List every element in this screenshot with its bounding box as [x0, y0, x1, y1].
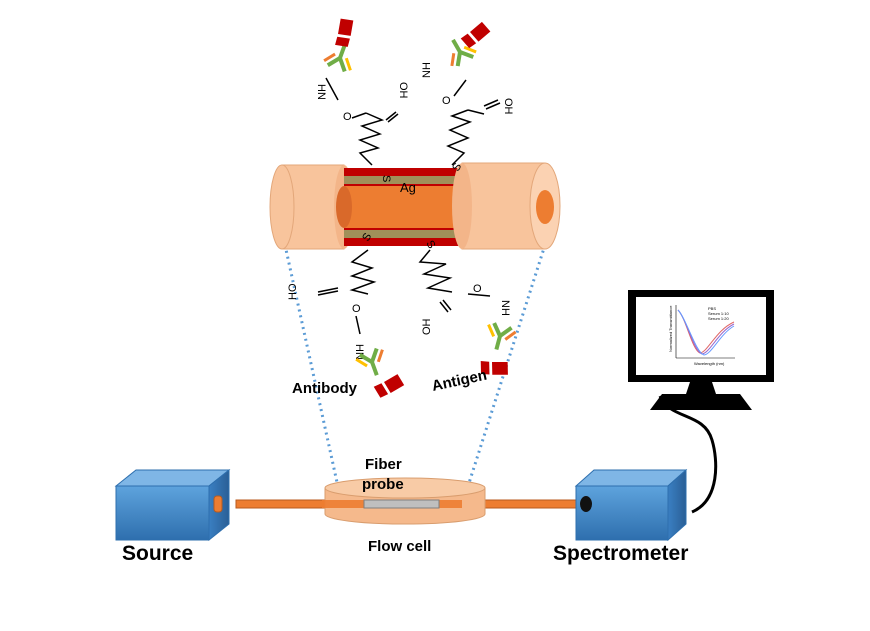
oxygen-label: O	[473, 283, 482, 295]
antigen-icon	[459, 18, 492, 52]
flow-cell	[322, 477, 486, 525]
oxygen-label: O	[352, 303, 361, 315]
plot-ylabel: Normalized Transmittance	[668, 305, 673, 352]
flow-cell-label: Flow cell	[368, 538, 431, 555]
magnification-lines	[283, 244, 547, 506]
fiber-cylinder-zoom: Ag	[269, 162, 561, 250]
plot-legend-item: PBS	[708, 306, 716, 311]
ag-layer-label: Ag	[400, 180, 416, 195]
amine-label: NH	[499, 300, 511, 316]
light-source-box	[114, 468, 231, 542]
antibody-label: Antibody	[292, 380, 358, 397]
oxygen-label: O	[442, 95, 451, 107]
linker-chains	[317, 77, 501, 335]
plot-legend-item: Serum 1:20	[708, 316, 729, 321]
hydroxyl-label: OH	[421, 318, 433, 335]
spectrometer-box	[574, 468, 688, 542]
hydroxyl-label: OH	[397, 82, 409, 99]
fiber-probe-label-line2: probe	[362, 476, 404, 493]
amine-label: HN	[315, 84, 327, 100]
oxygen-label: O	[343, 111, 352, 123]
hydroxyl-label: OH	[502, 98, 514, 115]
antigen-icon	[325, 13, 364, 52]
hydroxyl-label: HO	[287, 283, 299, 300]
antigen-label: Antigen	[430, 367, 488, 395]
plot-xlabel: Wavelength (nm)	[694, 361, 725, 366]
antibody-antigen-complex	[438, 30, 480, 71]
computer-monitor: PBS Serum 1:10 Serum 1:20 Normalized Tra…	[628, 290, 774, 410]
fiber-probe-sensing-region	[363, 499, 440, 509]
fiber-probe-label-line1: Fiber	[365, 456, 402, 473]
monitor-plot: PBS Serum 1:10 Serum 1:20 Normalized Tra…	[668, 305, 735, 366]
amine-label: NH	[421, 62, 433, 78]
plot-legend-item: Serum 1:10	[708, 311, 729, 316]
source-label: Source	[122, 542, 193, 565]
sulfur-label: S	[380, 175, 392, 182]
data-cable	[658, 395, 718, 514]
spectrometer-label: Spectrometer	[553, 542, 688, 565]
